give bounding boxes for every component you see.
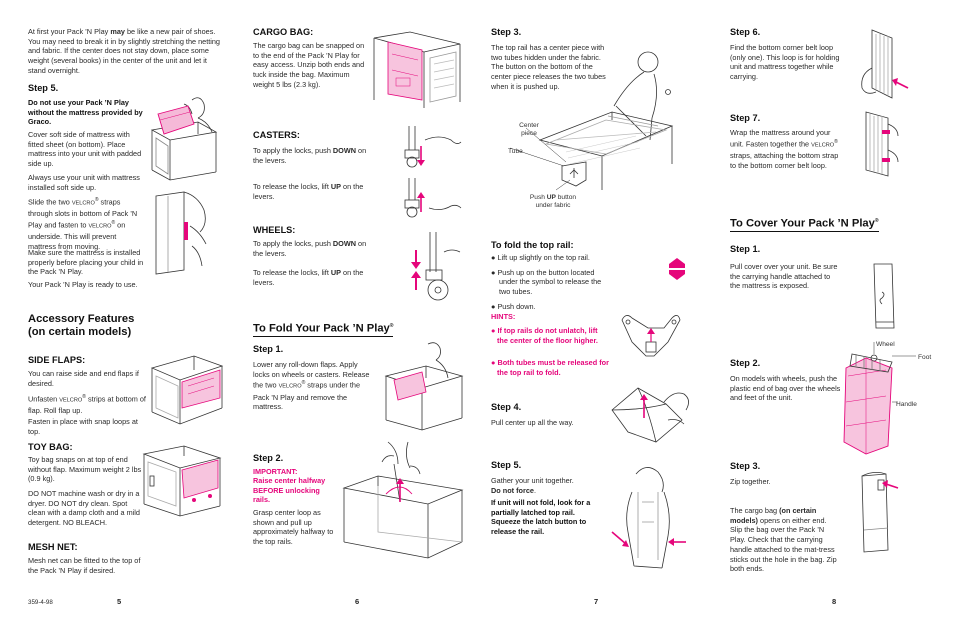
p7-hint1: ● If top rails do not unlatch, lift the … bbox=[491, 326, 598, 345]
p7-step3-title: Step 3. bbox=[491, 27, 522, 37]
mattress-insert-illustration bbox=[150, 97, 218, 181]
p6-casters-p1: To apply the locks, push DOWN on the lev… bbox=[253, 146, 367, 165]
p5-step5-p2: Always use your unit with mattress insta… bbox=[28, 173, 140, 192]
p5-side-flaps-title: SIDE FLAPS: bbox=[28, 355, 86, 365]
p5-accessory-title: Accessory Features(on certain models) bbox=[28, 313, 135, 338]
p8-step2-p: On models with wheels, push the plastic … bbox=[730, 374, 841, 403]
fold-step2-illustration bbox=[342, 441, 464, 559]
p7-step5-p1: Gather your unit together.Do not force. bbox=[491, 476, 574, 495]
p8-step7-p: Wrap the mattress around your unit. Fast… bbox=[730, 128, 839, 170]
p8-step3-p2: The cargo bag (on certain models) opens … bbox=[730, 506, 837, 574]
page-number-6: 6 bbox=[355, 597, 360, 606]
p6-step1-title: Step 1. bbox=[253, 344, 284, 354]
label-center-piece: Center piece bbox=[519, 122, 539, 137]
p6-wheels-p1: To apply the locks, push DOWN on the lev… bbox=[253, 239, 367, 258]
p8-cover-title: To Cover Your Pack ’N Play® bbox=[730, 215, 879, 232]
label-handle: Handle bbox=[896, 401, 917, 408]
p7-fold-top-list: ● Lift up slightly on the top rail. ● Pu… bbox=[491, 253, 607, 312]
p6-step2-important: IMPORTANT: bbox=[253, 467, 298, 476]
page-number-7: 7 bbox=[594, 597, 599, 606]
cover-step2-illustration bbox=[843, 342, 916, 455]
p6-step2-title: Step 2. bbox=[253, 453, 284, 463]
p5-step5-p3: Slide the two VELCRO® straps through slo… bbox=[28, 197, 138, 251]
cover-step1-illustration bbox=[873, 263, 895, 329]
p6-casters-title: CASTERS: bbox=[253, 130, 300, 140]
page-number-8: 8 bbox=[832, 597, 837, 606]
belt-loop-illustration bbox=[861, 29, 909, 99]
p5-step5-warning: Do not use your Pack ’N Play without the… bbox=[28, 98, 143, 127]
p8-step1-p: Pull cover over your unit. Be sure the c… bbox=[730, 262, 838, 291]
fold-top-bullet: ● Push down. bbox=[491, 301, 536, 311]
caster-lock-illustration bbox=[404, 126, 462, 218]
p7-step4-p: Pull center up all the way. bbox=[491, 418, 574, 427]
p5-toy-bag-title: TOY BAG: bbox=[28, 442, 73, 452]
p6-casters-p2: To release the locks, lift UP on the lev… bbox=[253, 182, 364, 201]
label-tube: Tube bbox=[508, 148, 523, 155]
p5-mesh-p1: Mesh net can be fitted to the top of the… bbox=[28, 556, 141, 575]
p5-side-flaps-p1: You can raise side and end flaps if desi… bbox=[28, 369, 139, 388]
p7-hint2: ● Both tubes must be released for the to… bbox=[491, 358, 609, 377]
center-piece-illustration bbox=[509, 51, 674, 191]
p7-step4-title: Step 4. bbox=[491, 402, 522, 412]
p7-fold-top-title: To fold the top rail: bbox=[491, 240, 574, 250]
velcro-strap-illustration bbox=[155, 191, 207, 275]
label-push-up: Push UP button under fabric bbox=[529, 194, 577, 209]
fold-step4-illustration bbox=[611, 387, 689, 443]
wrap-mattress-illustration bbox=[865, 111, 899, 177]
p6-cargo-title: CARGO BAG: bbox=[253, 27, 314, 37]
p5-side-flaps-p2: Unfasten VELCRO® strips at bottom of fla… bbox=[28, 394, 146, 416]
p8-step3-p1: Zip together. bbox=[730, 477, 771, 486]
p6-cargo-p: The cargo bag can be snapped on to the e… bbox=[253, 41, 365, 89]
p6-fold-title: To Fold Your Pack ’N Play® bbox=[253, 320, 394, 337]
p7-hints-title: HINTS: bbox=[491, 312, 516, 321]
label-foot: Foot bbox=[918, 354, 932, 361]
p5-step5-p5: Your Pack ’N Play is ready to use. bbox=[28, 280, 138, 289]
p8-step2-title: Step 2. bbox=[730, 358, 761, 368]
p5-step5-p4: Make sure the mattress is installed prop… bbox=[28, 248, 144, 277]
page-number-5: 5 bbox=[117, 597, 122, 606]
p6-step2-p: Grasp center loop as shown and pull up a… bbox=[253, 508, 334, 547]
p5-intro: At first your Pack ’N Play may be like a… bbox=[28, 27, 220, 75]
wheel-lock-illustration bbox=[411, 232, 461, 301]
p6-wheels-p2: To release the locks, lift UP on the lev… bbox=[253, 268, 364, 287]
fold-top-bullet: ● Push up on the button located under th… bbox=[491, 267, 602, 297]
p5-side-flaps-p3: Fasten in place with snap loops at top. bbox=[28, 417, 138, 436]
p8-step7-title: Step 7. bbox=[730, 113, 761, 123]
side-flap-illustration bbox=[150, 355, 224, 425]
p5-footer-code: 359-4-98 bbox=[28, 599, 53, 606]
center-latch-illustration bbox=[621, 315, 681, 357]
cargo-bag-illustration bbox=[373, 31, 461, 108]
p5-step5-title: Step 5. bbox=[28, 83, 59, 93]
p8-step1-title: Step 1. bbox=[730, 244, 761, 254]
p7-step5-title: Step 5. bbox=[491, 460, 522, 470]
fold-step1-illustration bbox=[384, 342, 464, 431]
p6-step2-warning: Raise center halfway BEFORE unlocking ra… bbox=[253, 476, 326, 505]
p8-step6-p: Find the bottom corner belt loop (only o… bbox=[730, 43, 840, 82]
p5-toy-bag-p1: Toy bag snaps on at top of end without f… bbox=[28, 455, 142, 484]
release-symbol-icon bbox=[669, 258, 685, 280]
p7-step3-p: The top rail has a center piece with two… bbox=[491, 43, 606, 91]
label-wheel: Wheel bbox=[876, 341, 895, 348]
p5-mesh-title: MESH NET: bbox=[28, 542, 78, 552]
p8-step6-title: Step 6. bbox=[730, 27, 761, 37]
cover-step3-illustration bbox=[861, 472, 899, 553]
p7-step5-p2: If unit will not fold, look for a partia… bbox=[491, 498, 591, 537]
toy-bag-illustration bbox=[142, 445, 222, 517]
p5-step5-p1: Cover soft side of mattress with fitted … bbox=[28, 130, 142, 169]
p6-step1-p: Lower any roll-down flaps. Apply locks o… bbox=[253, 360, 370, 412]
fold-top-bullet: ● Lift up slightly on the top rail. bbox=[491, 253, 590, 262]
p8-step3-title: Step 3. bbox=[730, 461, 761, 471]
p5-toy-bag-p2: DO NOT machine wash or dry in a dryer. D… bbox=[28, 489, 140, 528]
p6-wheels-title: WHEELS: bbox=[253, 225, 296, 235]
fold-step5-illustration bbox=[611, 467, 686, 569]
